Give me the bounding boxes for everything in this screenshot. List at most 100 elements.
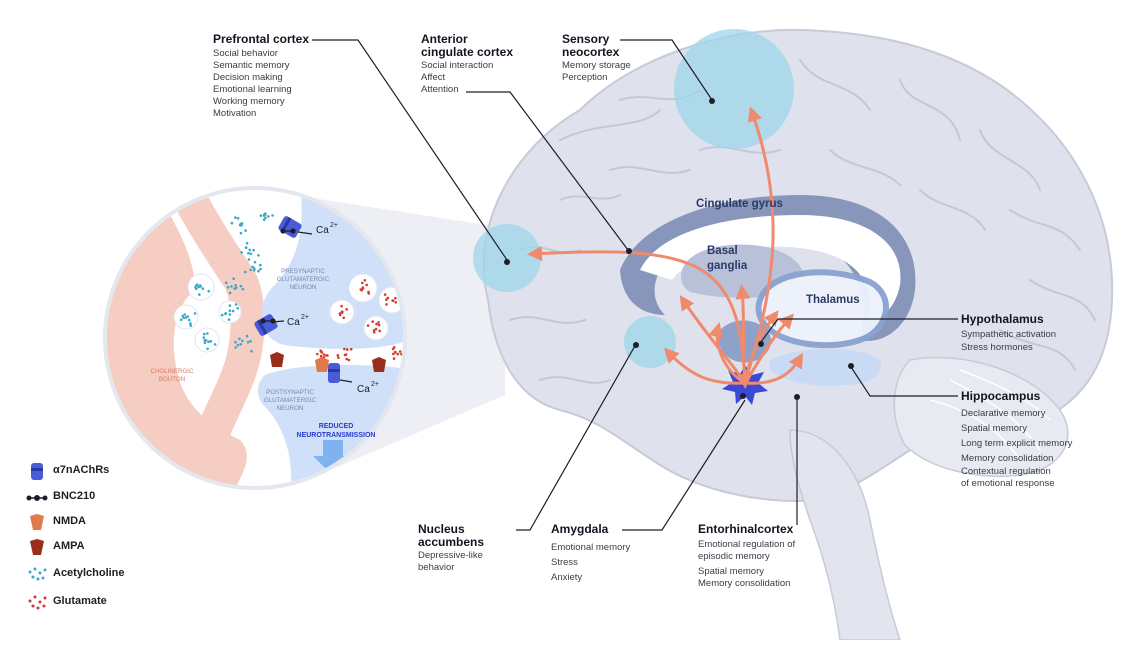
transmitter-dot [220, 313, 224, 317]
transmitter-dot [202, 336, 206, 339]
legend-item-bnc210: BNC210 [26, 487, 176, 509]
transmitter-dot [326, 354, 329, 357]
transmitter-dot [322, 353, 326, 356]
transmitter-dot [345, 357, 349, 361]
transmitter-dot [259, 263, 262, 267]
transmitter-dot [251, 265, 254, 269]
transmitter-dot [199, 284, 202, 287]
a7-receptor-post [328, 363, 340, 383]
transmitter-dot [186, 315, 190, 318]
ca-superscript-1: 2+ [330, 222, 338, 229]
ampa-receptor-icon [30, 539, 44, 555]
legend-label-acetylcholine: Acetylcholine [53, 567, 125, 579]
transmitter-dot [247, 258, 251, 261]
transmitter-dot [345, 308, 349, 311]
ca-superscript-3: 2+ [371, 381, 379, 388]
transmitter-dot [249, 252, 253, 256]
transmitter-dot [377, 321, 380, 324]
transmitter-dot [252, 248, 255, 252]
transmitter-dot [241, 339, 244, 343]
transmitter-dot [249, 339, 252, 343]
transmitter-dot [320, 351, 324, 354]
transmitter-dot [346, 348, 349, 351]
transmitter-dot [394, 301, 398, 304]
sensory-neocortex-highlight [674, 29, 794, 149]
amygdala-item-3: Anxiety [551, 572, 583, 583]
cerebellum [893, 356, 1069, 477]
transmitter-dot [337, 356, 340, 359]
transmitter-dot [373, 331, 376, 334]
transmitter-dot [391, 299, 394, 302]
legend-item-a7: α7nAChRs [26, 461, 176, 483]
prefrontal-highlight [473, 224, 541, 292]
transmitter-dot [349, 347, 353, 351]
entorhinal-item-3: Spatial memory [698, 566, 764, 577]
transmitter-dot [338, 313, 342, 317]
transmitter-dot [228, 291, 232, 295]
transmitter-dot [236, 343, 240, 347]
transmitter-dot [231, 309, 235, 313]
entorhinal-item-1: Emotional regulation of [698, 539, 796, 550]
transmitter-dot [207, 289, 210, 293]
transmitter-dot [224, 281, 228, 285]
anterior-cingulate-item-2: Affect [421, 72, 446, 83]
cholinergic-label-2: BOUTON [159, 376, 185, 383]
transmitter-dot [181, 314, 185, 318]
transmitter-dot [375, 322, 378, 326]
hippocampus-item-5: Contextual regulation [961, 466, 1051, 477]
transmitter-dot [244, 270, 247, 274]
transmitter-dot [316, 352, 319, 356]
transmitter-dot [259, 267, 262, 271]
transmitter-dot [365, 283, 369, 287]
sensory-title-2: neocortex [562, 45, 620, 59]
anterior-cingulate-title-2: cingulate cortex [421, 45, 514, 59]
transmitter-dot [193, 312, 197, 315]
transmitter-dot [228, 313, 232, 316]
transmitter-dot [259, 214, 263, 217]
postsynaptic-label-2: GLUTAMATERGIC [264, 397, 317, 404]
hippocampus-item-6: of emotional response [961, 478, 1055, 489]
transmitter-dot [253, 267, 256, 270]
transmitter-dot [187, 318, 191, 322]
basal-ganglia-label-line2: ganglia [707, 260, 748, 272]
transmitter-dot [393, 350, 397, 354]
presynaptic-label-1: PRESYNAPTIC [281, 268, 325, 275]
ca-label-1: Ca [316, 225, 329, 236]
transmitter-dot [247, 251, 250, 255]
amygdala-item-1: Emotional memory [551, 542, 631, 553]
hypothalamus-item-2: Stress hormones [961, 342, 1033, 353]
transmitter-dot [343, 353, 347, 357]
transmitter-dot [244, 246, 248, 249]
transmitter-dot [195, 287, 198, 291]
anterior-cingulate-item-1: Social interaction [421, 60, 494, 71]
transmitter-dot [360, 289, 364, 292]
reduced-label-1: REDUCED [319, 423, 354, 430]
transmitter-dot [385, 303, 388, 306]
transmitter-dot [228, 304, 232, 307]
nmda-receptors [315, 357, 329, 372]
ca-arrows [271, 231, 353, 383]
hypothalamus-item-1: Sympathetic activation [961, 329, 1057, 340]
transmitter-dot [239, 222, 243, 226]
transmitter-dot [234, 286, 238, 290]
anterior-cingulate-title-1: Anterior [421, 32, 468, 46]
transmitter-dot [342, 316, 346, 320]
bnc210-molecule-icon [26, 495, 48, 501]
transmitter-dot [203, 332, 206, 336]
transmitter-dot [264, 216, 267, 220]
transmitter-dot [203, 341, 207, 345]
transmitter-dot [206, 347, 209, 351]
nucleus-title-2: accumbens [418, 535, 485, 549]
postsynaptic-label-3: NEURON [277, 405, 304, 412]
transmitter-dot [366, 324, 370, 327]
ca-label-2: Ca [287, 317, 300, 328]
sensory-title-1: Sensory [562, 32, 610, 46]
transmitter-dot [271, 214, 274, 217]
transmitter-dot [234, 340, 237, 344]
transmitter-dot [393, 346, 396, 349]
transmitter-dot [377, 323, 381, 327]
transmitter-dot [189, 322, 192, 325]
transmitter-dot [361, 286, 365, 289]
entorhinal-item-2: episodic memory [698, 551, 770, 562]
